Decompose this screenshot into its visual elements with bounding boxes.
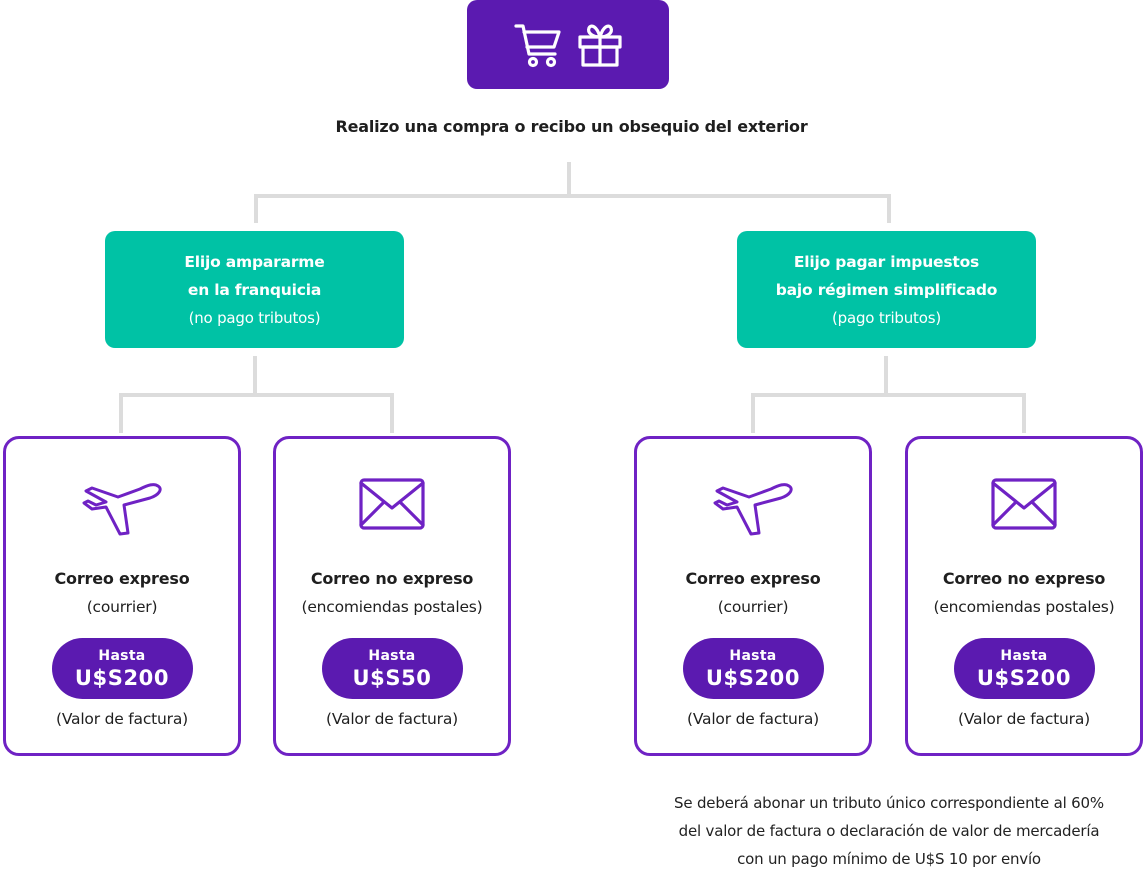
- choice-subtitle: (pago tributos): [831, 308, 941, 327]
- choice-title-line1: Elijo ampararme: [184, 252, 325, 271]
- shopping-cart-icon: [513, 21, 563, 69]
- limit-label: Hasta: [98, 647, 146, 664]
- card-title: Correo expreso: [685, 569, 821, 588]
- connector: [567, 162, 571, 196]
- connector: [119, 393, 123, 433]
- card-subtitle: (courrier): [717, 598, 789, 616]
- card-note: (Valor de factura): [325, 710, 459, 728]
- airplane-icon: [637, 477, 869, 537]
- limit-amount: U$S200: [976, 665, 1072, 690]
- choice-title-line2: bajo régimen simplificado: [775, 280, 998, 299]
- connector: [390, 393, 394, 433]
- footnote-line: Se deberá abonar un tributo único corres…: [674, 794, 1104, 812]
- express-mail-card: Correo expreso (courrier) Hasta U$S200 (…: [634, 436, 872, 756]
- limit-amount: U$S200: [705, 665, 801, 690]
- connector: [254, 194, 258, 223]
- card-subtitle: (courrier): [86, 598, 158, 616]
- simplified-regime-choice-box: Elijo pagar impuestos bajo régimen simpl…: [737, 231, 1036, 348]
- limit-label: Hasta: [368, 647, 416, 664]
- envelope-icon: [908, 477, 1140, 531]
- limit-amount: U$S50: [352, 665, 432, 690]
- card-note: (Valor de factura): [55, 710, 189, 728]
- limit-label: Hasta: [1000, 647, 1048, 664]
- footnote-line: del valor de factura o declaración de va…: [678, 822, 1100, 840]
- limit-amount: U$S200: [74, 665, 170, 690]
- connector: [254, 194, 891, 198]
- connector: [884, 356, 888, 396]
- card-subtitle: (encomiendas postales): [933, 598, 1115, 616]
- footnote: Se deberá abonar un tributo único corres…: [633, 789, 1143, 873]
- express-mail-card: Correo expreso (courrier) Hasta U$S200 (…: [3, 436, 241, 756]
- limit-badge: Hasta U$S50: [321, 638, 463, 699]
- card-title: Correo no expreso: [310, 569, 474, 588]
- franchise-choice-box: Elijo ampararme en la franquicia (no pag…: [105, 231, 404, 348]
- connector: [119, 393, 394, 397]
- root-label: Realizo una compra o recibo un obsequio …: [335, 117, 808, 136]
- choice-subtitle: (no pago tributos): [188, 308, 321, 327]
- limit-badge: Hasta U$S200: [682, 638, 824, 699]
- airplane-icon: [6, 477, 238, 537]
- card-subtitle: (encomiendas postales): [301, 598, 483, 616]
- limit-label: Hasta: [729, 647, 777, 664]
- limit-badge: Hasta U$S200: [51, 638, 193, 699]
- choice-title-line1: Elijo pagar impuestos: [793, 252, 980, 271]
- connector: [887, 194, 891, 223]
- limit-badge: Hasta U$S200: [953, 638, 1095, 699]
- gift-icon: [577, 21, 623, 69]
- connector: [253, 356, 257, 396]
- choice-title-line2: en la franquicia: [187, 280, 322, 299]
- footnote-line: con un pago mínimo de U$S 10 por envío: [737, 850, 1041, 868]
- envelope-icon: [276, 477, 508, 531]
- card-note: (Valor de factura): [686, 710, 820, 728]
- connector: [1022, 393, 1026, 433]
- non-express-mail-card: Correo no expreso (encomiendas postales)…: [905, 436, 1143, 756]
- card-title: Correo no expreso: [942, 569, 1106, 588]
- non-express-mail-card: Correo no expreso (encomiendas postales)…: [273, 436, 511, 756]
- connector: [751, 393, 1026, 397]
- card-note: (Valor de factura): [957, 710, 1091, 728]
- root-icon-box: [467, 0, 669, 89]
- connector: [751, 393, 755, 433]
- card-title: Correo expreso: [54, 569, 190, 588]
